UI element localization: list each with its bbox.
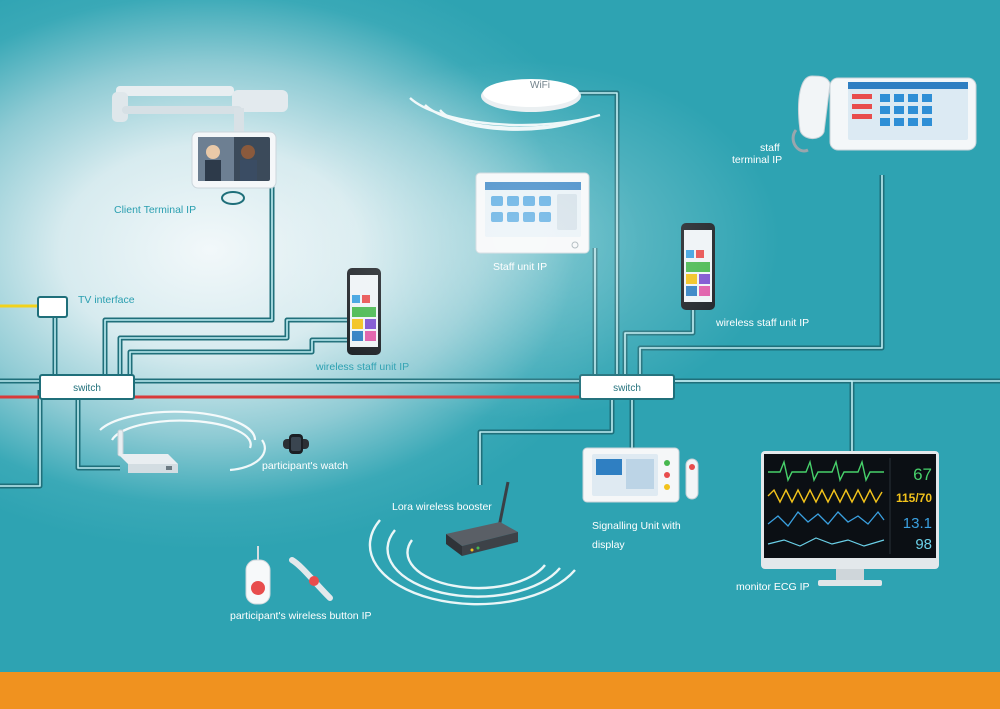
spo2-readout: 98 [915,536,932,553]
signalling-unit-label-line2: display [592,539,625,551]
participant-watch-icon [283,433,309,455]
monitor-ecg-label: monitor ECG IP [736,581,810,593]
wireless-staff-unit-right-label: wireless staff unit IP [716,317,810,329]
staff-terminal-device [790,70,980,160]
wifi-signal-icon [409,97,601,131]
staff-unit-device [475,172,590,254]
tv-interface-box [37,296,68,318]
watch-signal-icon [99,410,266,472]
temp-readout: 13.1 [903,515,932,532]
heart-rate-readout: 67 [913,465,932,484]
ecg-monitor-device: 67 115/70 13.1 98 [760,450,940,590]
switch-right: switch [579,374,675,400]
wireless-staff-unit-left-label: wireless staff unit IP [316,361,410,373]
bottom-bar [0,672,1000,709]
wireless-staff-phone-right [680,222,716,311]
signalling-unit-label-line1: Signalling Unit with [592,520,681,532]
lora-booster-device [442,478,526,560]
client-terminal-device [108,80,288,205]
staff-unit-label: Staff unit IP [493,261,548,273]
signalling-unit-device [582,447,712,505]
wire-inner [0,92,1000,487]
lora-booster-label: Lora wireless booster [392,501,492,513]
participant-watch-label: participant's watch [262,460,349,472]
staff-terminal-label-line2: terminal IP [732,154,783,166]
wifi-label: WiFi [530,80,550,91]
switch-left: switch [39,374,135,400]
wireless-button-label: participant's wireless button IP [230,610,372,622]
wifi-access-point [479,76,583,114]
wireless-button-device [244,546,334,608]
lora-signal-icon [368,519,576,606]
wireless-staff-phone-left [346,267,382,356]
tv-interface-label: TV interface [78,294,135,306]
staff-terminal-label-line1: staff [760,142,780,154]
gateway-router-device [108,428,180,474]
client-terminal-label: Client Terminal IP [114,204,197,216]
blood-pressure-readout: 115/70 [896,491,932,505]
